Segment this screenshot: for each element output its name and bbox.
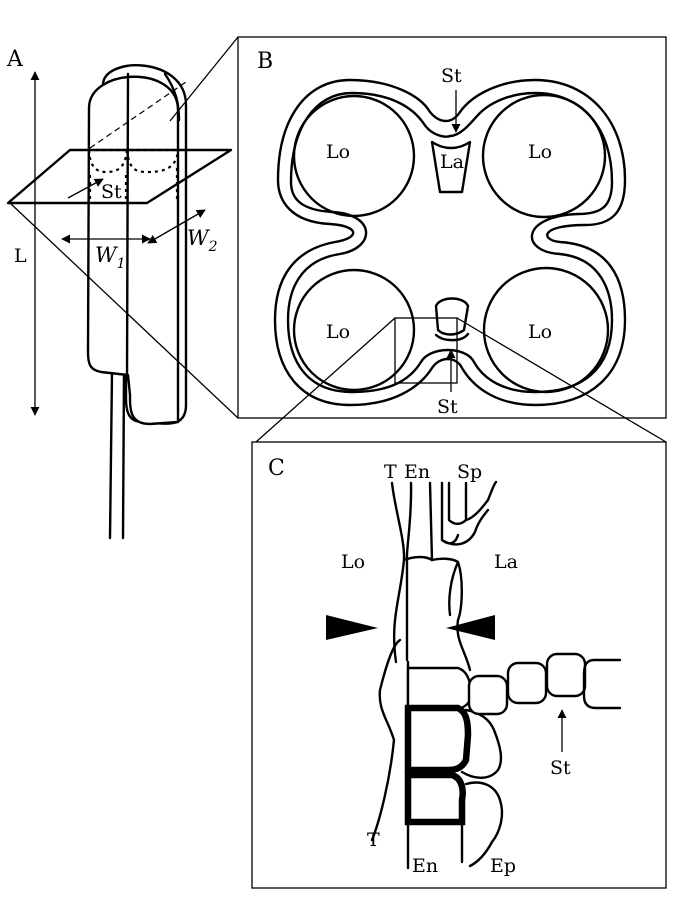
septum-edge bbox=[464, 480, 498, 522]
locule-label-bl: Lo bbox=[326, 321, 350, 343]
lacuna-label-b: La bbox=[440, 151, 464, 173]
stoma-label-a: St bbox=[101, 181, 122, 203]
panel-label-b: B bbox=[257, 49, 273, 74]
cell-row-top bbox=[406, 666, 472, 710]
stoma-label-b-bottom: St bbox=[437, 396, 458, 418]
label-t-bottom: T bbox=[367, 829, 380, 851]
section-plane bbox=[6, 148, 233, 205]
filament-right bbox=[121, 370, 126, 540]
label-sp: Sp bbox=[457, 461, 482, 483]
filament-left bbox=[108, 370, 114, 540]
panel-a-anther-drawing bbox=[6, 64, 233, 540]
arrowhead-right bbox=[446, 615, 495, 640]
width2-arrow bbox=[147, 209, 206, 244]
epidermis-cell-2 bbox=[464, 781, 504, 868]
tapetum-strand bbox=[390, 481, 406, 664]
stomium-groove bbox=[434, 332, 470, 342]
length-label: L bbox=[14, 245, 27, 267]
label-la-c: La bbox=[494, 551, 518, 573]
panel-b-cross-section bbox=[273, 78, 627, 407]
theca-divider bbox=[125, 72, 130, 382]
panel-b-frame bbox=[237, 36, 667, 419]
arrowhead-left bbox=[326, 615, 378, 640]
st-arrow-a bbox=[67, 178, 104, 199]
locule-label-tr: Lo bbox=[528, 141, 552, 163]
tapetum-lower bbox=[370, 638, 402, 842]
lacuna-edge bbox=[456, 560, 472, 672]
section-outline bbox=[87, 148, 180, 174]
lacuna-top-cell bbox=[430, 557, 460, 617]
panel-label-a: A bbox=[6, 47, 24, 72]
panel-c-frame bbox=[251, 441, 667, 889]
label-t-top: T bbox=[384, 461, 397, 483]
lacuna-bottom bbox=[434, 297, 470, 336]
stomium-cell-3 bbox=[545, 652, 587, 698]
stomium-cell-4 bbox=[582, 658, 622, 710]
septum-cell-1 bbox=[447, 481, 468, 525]
locule-label-br: Lo bbox=[528, 321, 552, 343]
width2-label: W2 bbox=[187, 226, 218, 255]
zoom-line-bc-left bbox=[255, 317, 396, 443]
stoma-label-b-top: St bbox=[441, 65, 462, 87]
width1-label: W1 bbox=[95, 243, 126, 272]
stomium-cell-2 bbox=[506, 661, 548, 705]
endothecium-mid bbox=[428, 481, 434, 562]
zoom-rectangle bbox=[394, 317, 458, 384]
locule-tr bbox=[481, 93, 607, 219]
upper-tapetum-cell bbox=[402, 555, 434, 562]
thickened-cell-2 bbox=[404, 771, 466, 826]
locule-bl bbox=[292, 268, 416, 392]
panel-c-tissue-detail bbox=[326, 480, 622, 870]
zoom-line-bc-right bbox=[456, 317, 667, 443]
back-theca-ridge bbox=[163, 72, 181, 122]
front-body bbox=[86, 75, 180, 426]
locule-br bbox=[482, 266, 610, 394]
zoom-line-ab-top bbox=[169, 36, 239, 122]
label-st-c: St bbox=[550, 757, 571, 779]
thickened-cell-1 bbox=[404, 704, 472, 774]
label-en-top: En bbox=[404, 461, 430, 483]
endothecium-left bbox=[405, 481, 413, 662]
stomium-cell-1 bbox=[467, 674, 509, 716]
label-lo-c: Lo bbox=[341, 551, 365, 573]
epidermis-cell-1 bbox=[460, 708, 503, 779]
panel-label-c: C bbox=[268, 456, 285, 481]
label-ep: Ep bbox=[490, 855, 516, 877]
label-en-bottom: En bbox=[412, 855, 438, 877]
locule-label-tl: Lo bbox=[326, 141, 350, 163]
locule-tl bbox=[292, 94, 416, 218]
lacuna-top bbox=[430, 140, 472, 194]
zoom-line-ab-bottom bbox=[9, 202, 239, 419]
septum-cell-2 bbox=[440, 508, 490, 546]
outer-wall bbox=[273, 78, 627, 407]
